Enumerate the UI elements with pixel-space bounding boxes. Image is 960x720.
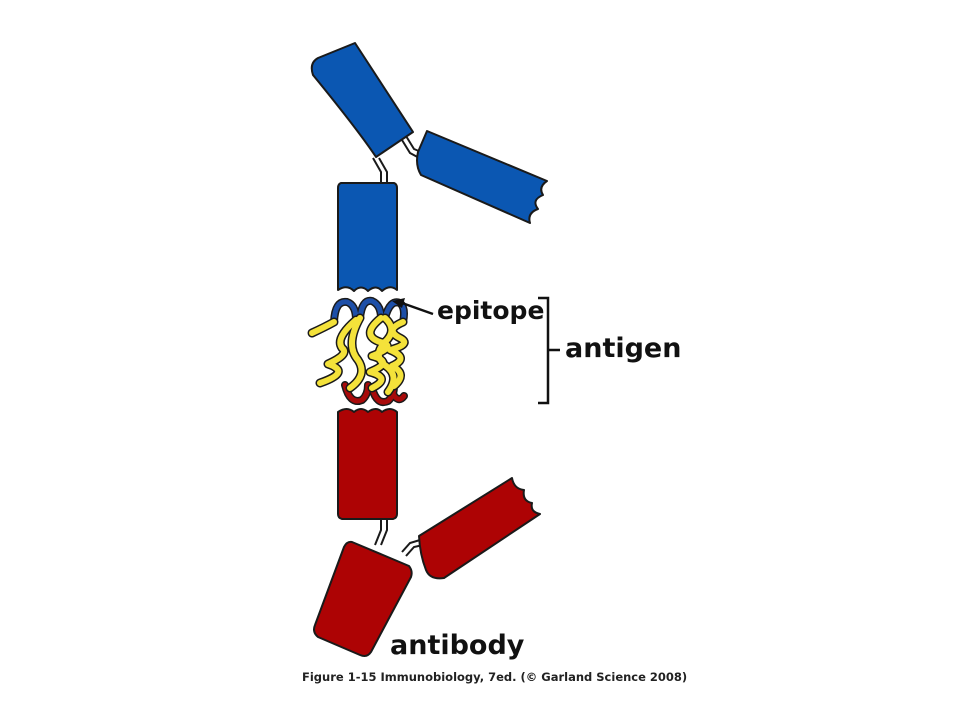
antigen-yellow-coils: [307, 313, 409, 397]
figure-caption: Figure 1-15 Immunobiology, 7ed. (© Garla…: [302, 670, 688, 684]
blue-arm-upper-left: [310, 42, 414, 158]
epitope-pointer-line: [401, 301, 434, 316]
red-arm-right: [418, 477, 541, 580]
antigen-protein: [307, 296, 409, 407]
antigen-bracket: [538, 296, 560, 405]
blue-arm-right: [416, 130, 548, 224]
red-hinge-lines: [374, 518, 424, 557]
epitope-pointer-arrowhead: [392, 298, 405, 308]
red-stem: [337, 408, 398, 520]
red-antibody: [313, 408, 541, 657]
antibody-label: antibody: [390, 630, 525, 661]
blue-stem: [337, 182, 398, 292]
antigen-label: antigen: [565, 333, 682, 364]
blue-antibody: [310, 42, 548, 292]
epitope-label: epitope: [437, 296, 545, 325]
antigen-epitope-loops: [330, 296, 408, 326]
red-arm-lower-left: [313, 540, 413, 657]
